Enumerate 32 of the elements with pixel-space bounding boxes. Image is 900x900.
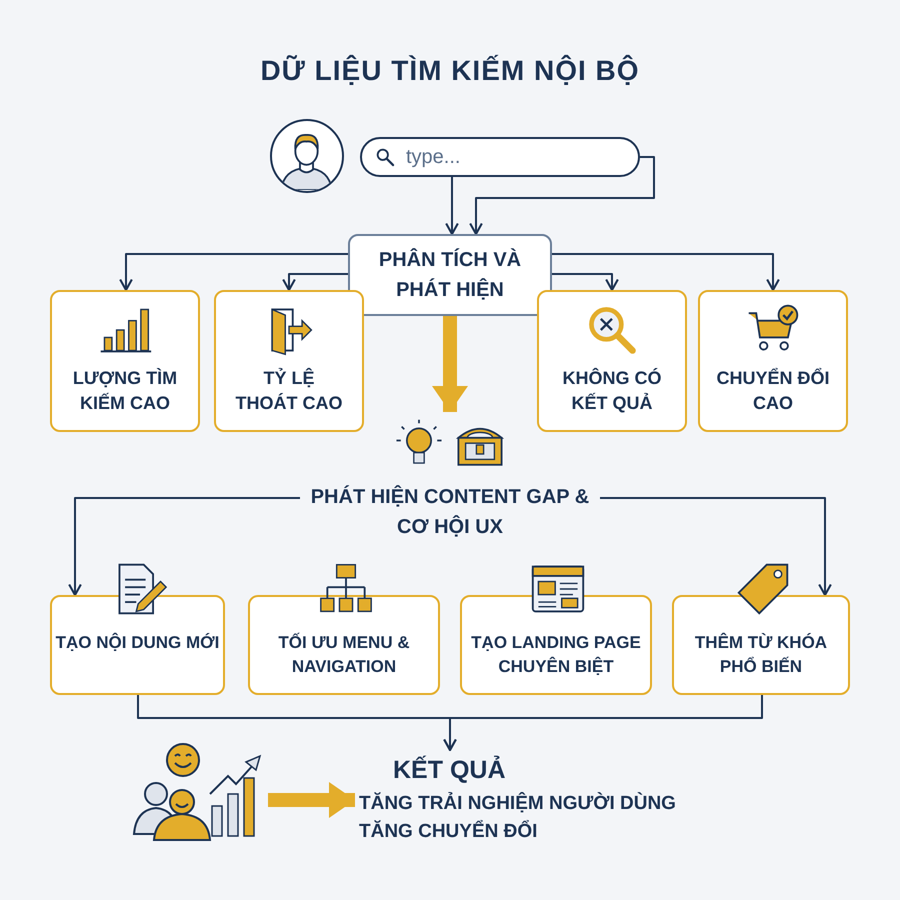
metric-card: [698, 290, 848, 432]
arrow: [600, 497, 832, 596]
arrow: [445, 177, 459, 236]
metric-card: [50, 290, 200, 432]
arrow: [552, 273, 619, 292]
card-label: TẠO NỘI DUNG MỚI: [54, 632, 220, 654]
placeholder-text: type...: [406, 146, 460, 168]
card-label: TỐI ƯU MENU & NAVIGATION: [277, 632, 411, 678]
result-line: TĂNG CHUYỂN ĐỔI: [358, 819, 538, 844]
search-field: [360, 137, 640, 177]
box-label: PHÂN TÍCH VÀ PHÁT HIỆN: [378, 247, 522, 303]
card-label: LƯỢNG TÌM KIẾM CAO: [72, 367, 178, 416]
finding-heading: PHÁT HIỆN CONTENT GAP & CƠ HỘI UX: [310, 484, 590, 540]
card-label: TỶ LỆ THOÁT CAO: [234, 366, 344, 416]
card-label: TẠO LANDING PAGE CHUYÊN BIỆT: [470, 632, 642, 678]
card-label: THÊM TỪ KHÓA PHỔ BIẾN: [694, 632, 828, 678]
card-label: KHÔNG CÓ KẾT QUẢ: [562, 366, 662, 416]
thick-arrow: [432, 316, 468, 412]
thick-arrow: [268, 782, 355, 818]
diagram-title: DỮ LIỆU TÌM KIẾM NỘI BỘ: [259, 55, 641, 87]
arrow: [68, 497, 300, 596]
process-box: [348, 234, 552, 316]
arrow: [282, 273, 348, 292]
card-label: CHUYỂN ĐỔI CAO: [715, 366, 830, 416]
result-heading: KẾT QUẢ: [392, 754, 506, 786]
metric-card: [214, 290, 364, 432]
metric-card: [537, 290, 687, 432]
arrow: [443, 695, 763, 752]
arrow: [469, 156, 655, 236]
arrow: [552, 253, 780, 292]
arrow: [119, 253, 348, 292]
result-line: TĂNG TRẢI NGHIỆM NGƯỜI DÙNG: [358, 791, 677, 816]
